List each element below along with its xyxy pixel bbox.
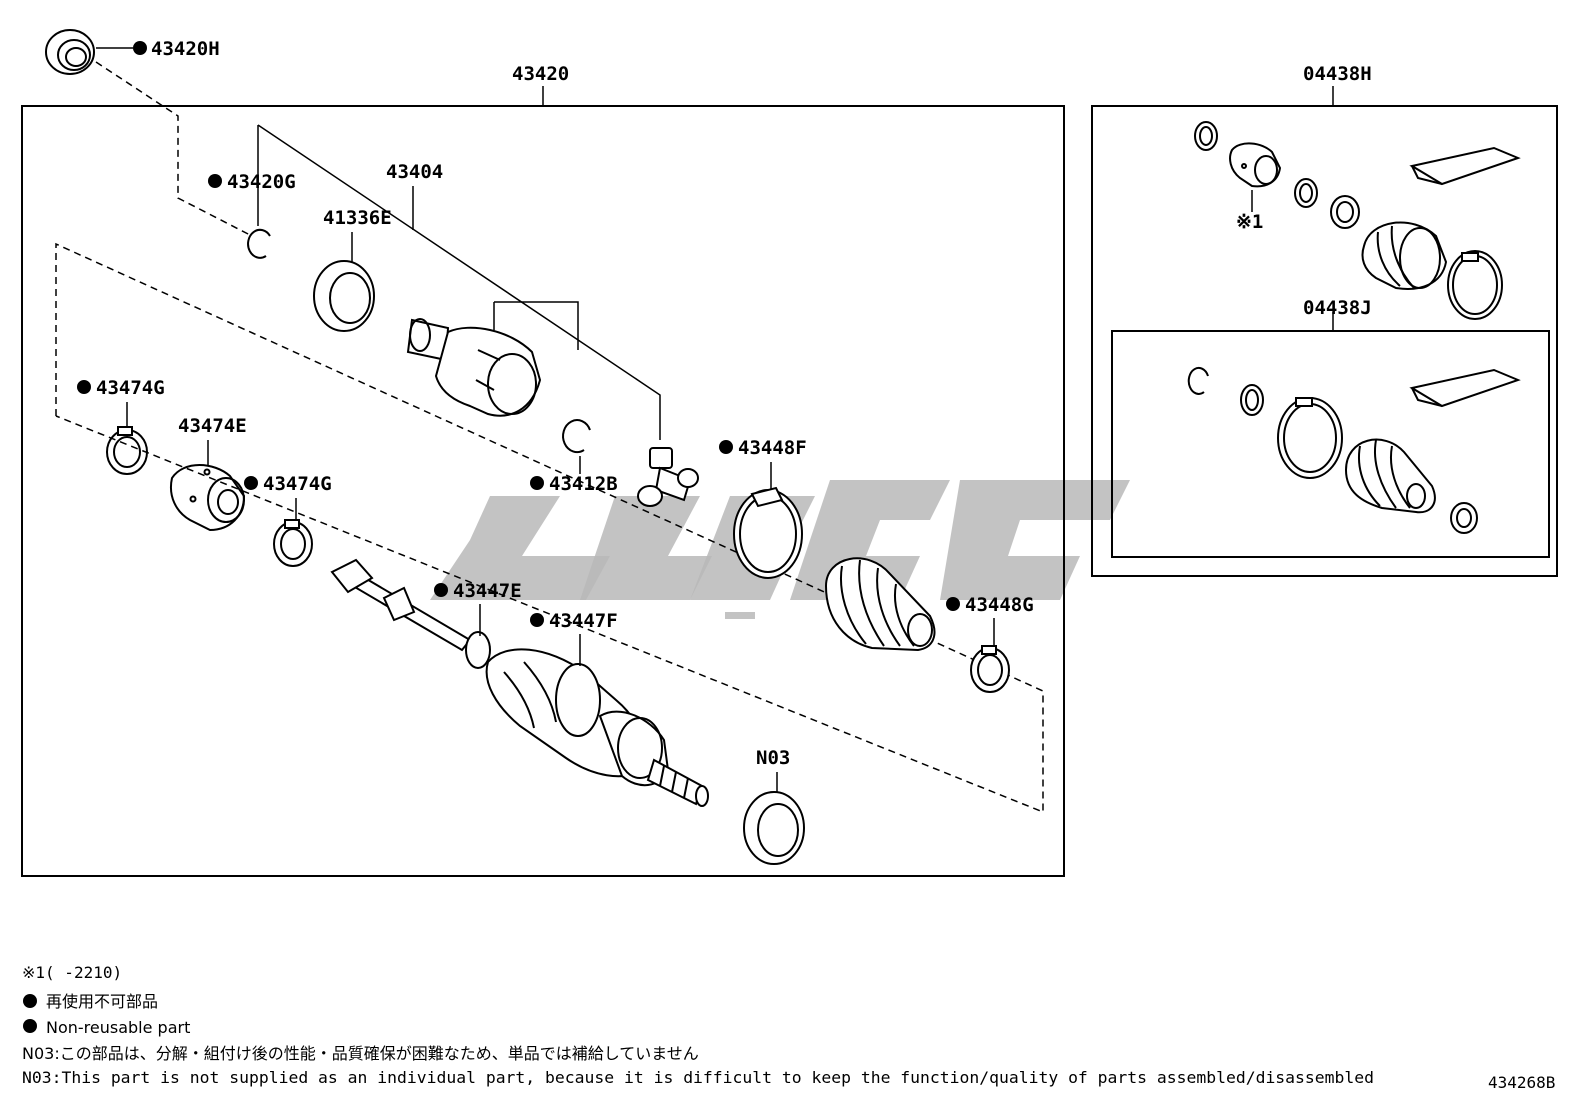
part-43474E[interactable] — [170, 464, 246, 532]
diagram-code: 434268B — [1488, 1073, 1555, 1092]
label-04438H[interactable]: 04438H — [1303, 63, 1372, 85]
kit-04438H-parts[interactable] — [1194, 121, 1521, 320]
note-nonreusable-en: Non-reusable part — [46, 1018, 190, 1037]
note-n03-en: N03:This part is not supplied as an indi… — [22, 1068, 1374, 1087]
part-43420H[interactable] — [45, 29, 95, 75]
note-nonreusable-jp: 再使用不可部品 — [46, 992, 158, 1011]
part-43474G-clamp-b[interactable] — [273, 519, 313, 567]
part-43474G-clamp-a[interactable] — [106, 426, 148, 475]
part-N03-seal[interactable] — [743, 791, 805, 865]
label-43474G-a[interactable]: 43474G — [96, 377, 165, 399]
label-43474E[interactable]: 43474E — [178, 415, 247, 437]
part-tripod[interactable] — [637, 447, 699, 507]
part-outboard-boot[interactable] — [824, 557, 936, 652]
part-43448G-clamp[interactable] — [970, 645, 1010, 693]
part-41336E-seal[interactable] — [313, 260, 375, 332]
label-43420H[interactable]: 43420H — [151, 38, 220, 60]
label-ref1: ※1 — [1236, 211, 1263, 233]
label-43404[interactable]: 43404 — [386, 161, 443, 183]
label-43420G[interactable]: 43420G — [227, 171, 296, 193]
label-43412B[interactable]: 43412B — [549, 473, 618, 495]
label-04438J[interactable]: 04438J — [1303, 297, 1372, 319]
frame-04438H — [1091, 105, 1558, 577]
label-43448F[interactable]: 43448F — [738, 437, 807, 459]
note-ref1: ※1( -2210) — [22, 963, 122, 982]
part-inboard-joint[interactable] — [406, 318, 542, 417]
note-n03-jp: N03:この部品は、分解・組付け後の性能・品質確保が困難なため、単品では補給して… — [22, 1044, 699, 1063]
label-43420[interactable]: 43420 — [512, 63, 569, 85]
label-41336E[interactable]: 41336E — [323, 207, 392, 229]
part-43448F-clamp[interactable] — [733, 486, 803, 579]
label-43447E[interactable]: 43447E — [453, 580, 522, 602]
label-N03[interactable]: N03 — [756, 747, 790, 769]
kit-04438J-parts[interactable] — [1187, 366, 1521, 534]
part-drive-shaft[interactable] — [330, 558, 709, 807]
label-43448G[interactable]: 43448G — [965, 594, 1034, 616]
part-43412B-snap-ring[interactable] — [562, 419, 591, 454]
frame-04438J — [1111, 330, 1550, 558]
label-43447F[interactable]: 43447F — [549, 610, 618, 632]
part-43420G-snap-ring[interactable] — [247, 228, 271, 259]
label-43474G-b[interactable]: 43474G — [263, 473, 332, 495]
